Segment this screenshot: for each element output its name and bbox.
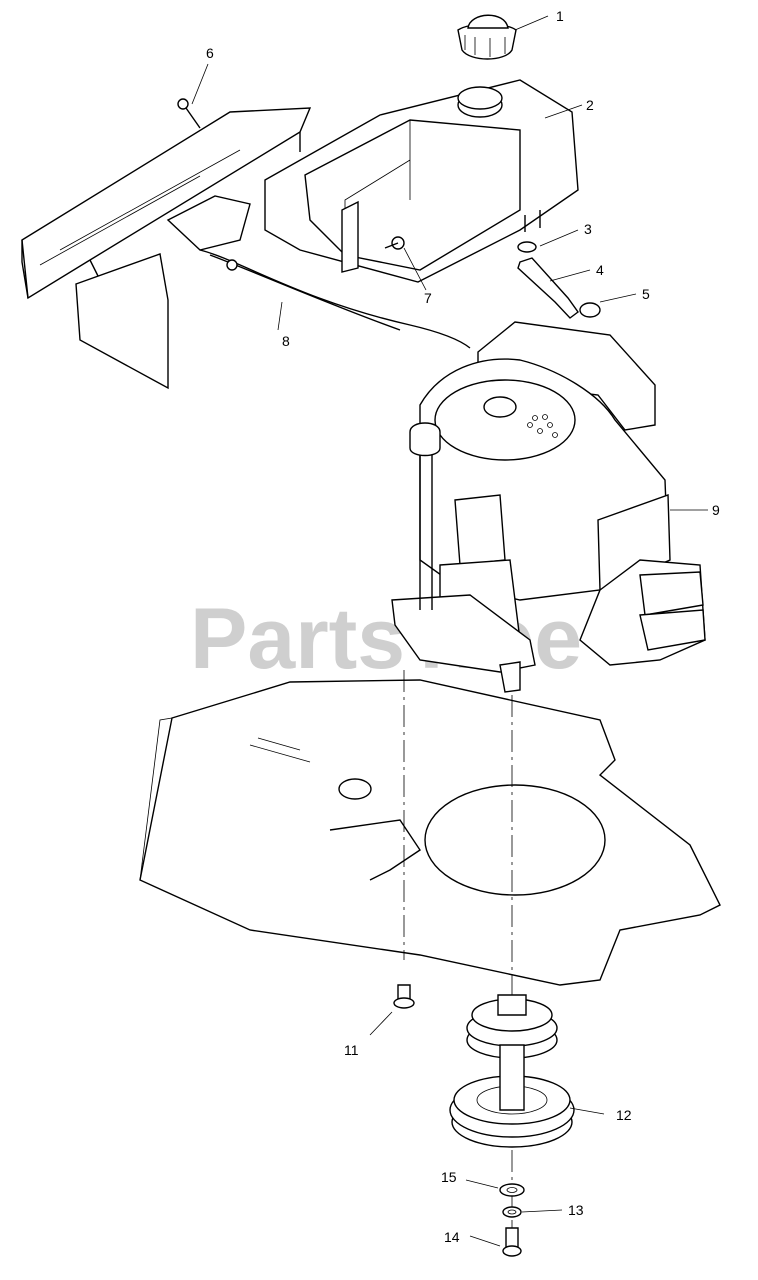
- fuel-hose-assembly[interactable]: [517, 241, 601, 319]
- fuel-cap[interactable]: [457, 14, 517, 60]
- callout-8: 8: [282, 333, 290, 349]
- callout-15: 15: [441, 1169, 457, 1185]
- callout-1: 1: [556, 8, 564, 24]
- washer-13[interactable]: [502, 1206, 522, 1218]
- callout-7: 7: [424, 290, 432, 306]
- engine[interactable]: [391, 321, 706, 693]
- callout-4: 4: [596, 262, 604, 278]
- callout-5: 5: [642, 286, 650, 302]
- mounting-frame[interactable]: [139, 679, 721, 986]
- fuel-tank[interactable]: [264, 79, 579, 283]
- pulley-assembly[interactable]: [449, 994, 575, 1148]
- bolt-11[interactable]: [393, 984, 415, 1009]
- washer-15[interactable]: [499, 1183, 525, 1197]
- callout-9: 9: [712, 502, 720, 518]
- callout-13: 13: [568, 1202, 584, 1218]
- dash-panel-assembly[interactable]: [21, 107, 471, 390]
- callout-12: 12: [616, 1107, 632, 1123]
- leader-lines: [191, 15, 708, 1247]
- callout-2: 2: [586, 97, 594, 113]
- fuel-fitting[interactable]: [384, 236, 405, 250]
- callout-3: 3: [584, 221, 592, 237]
- callout-14: 14: [444, 1229, 460, 1245]
- callout-11: 11: [344, 1042, 359, 1058]
- screw-6[interactable]: [177, 98, 201, 129]
- screw-14[interactable]: [502, 1227, 522, 1257]
- callout-6: 6: [206, 45, 214, 61]
